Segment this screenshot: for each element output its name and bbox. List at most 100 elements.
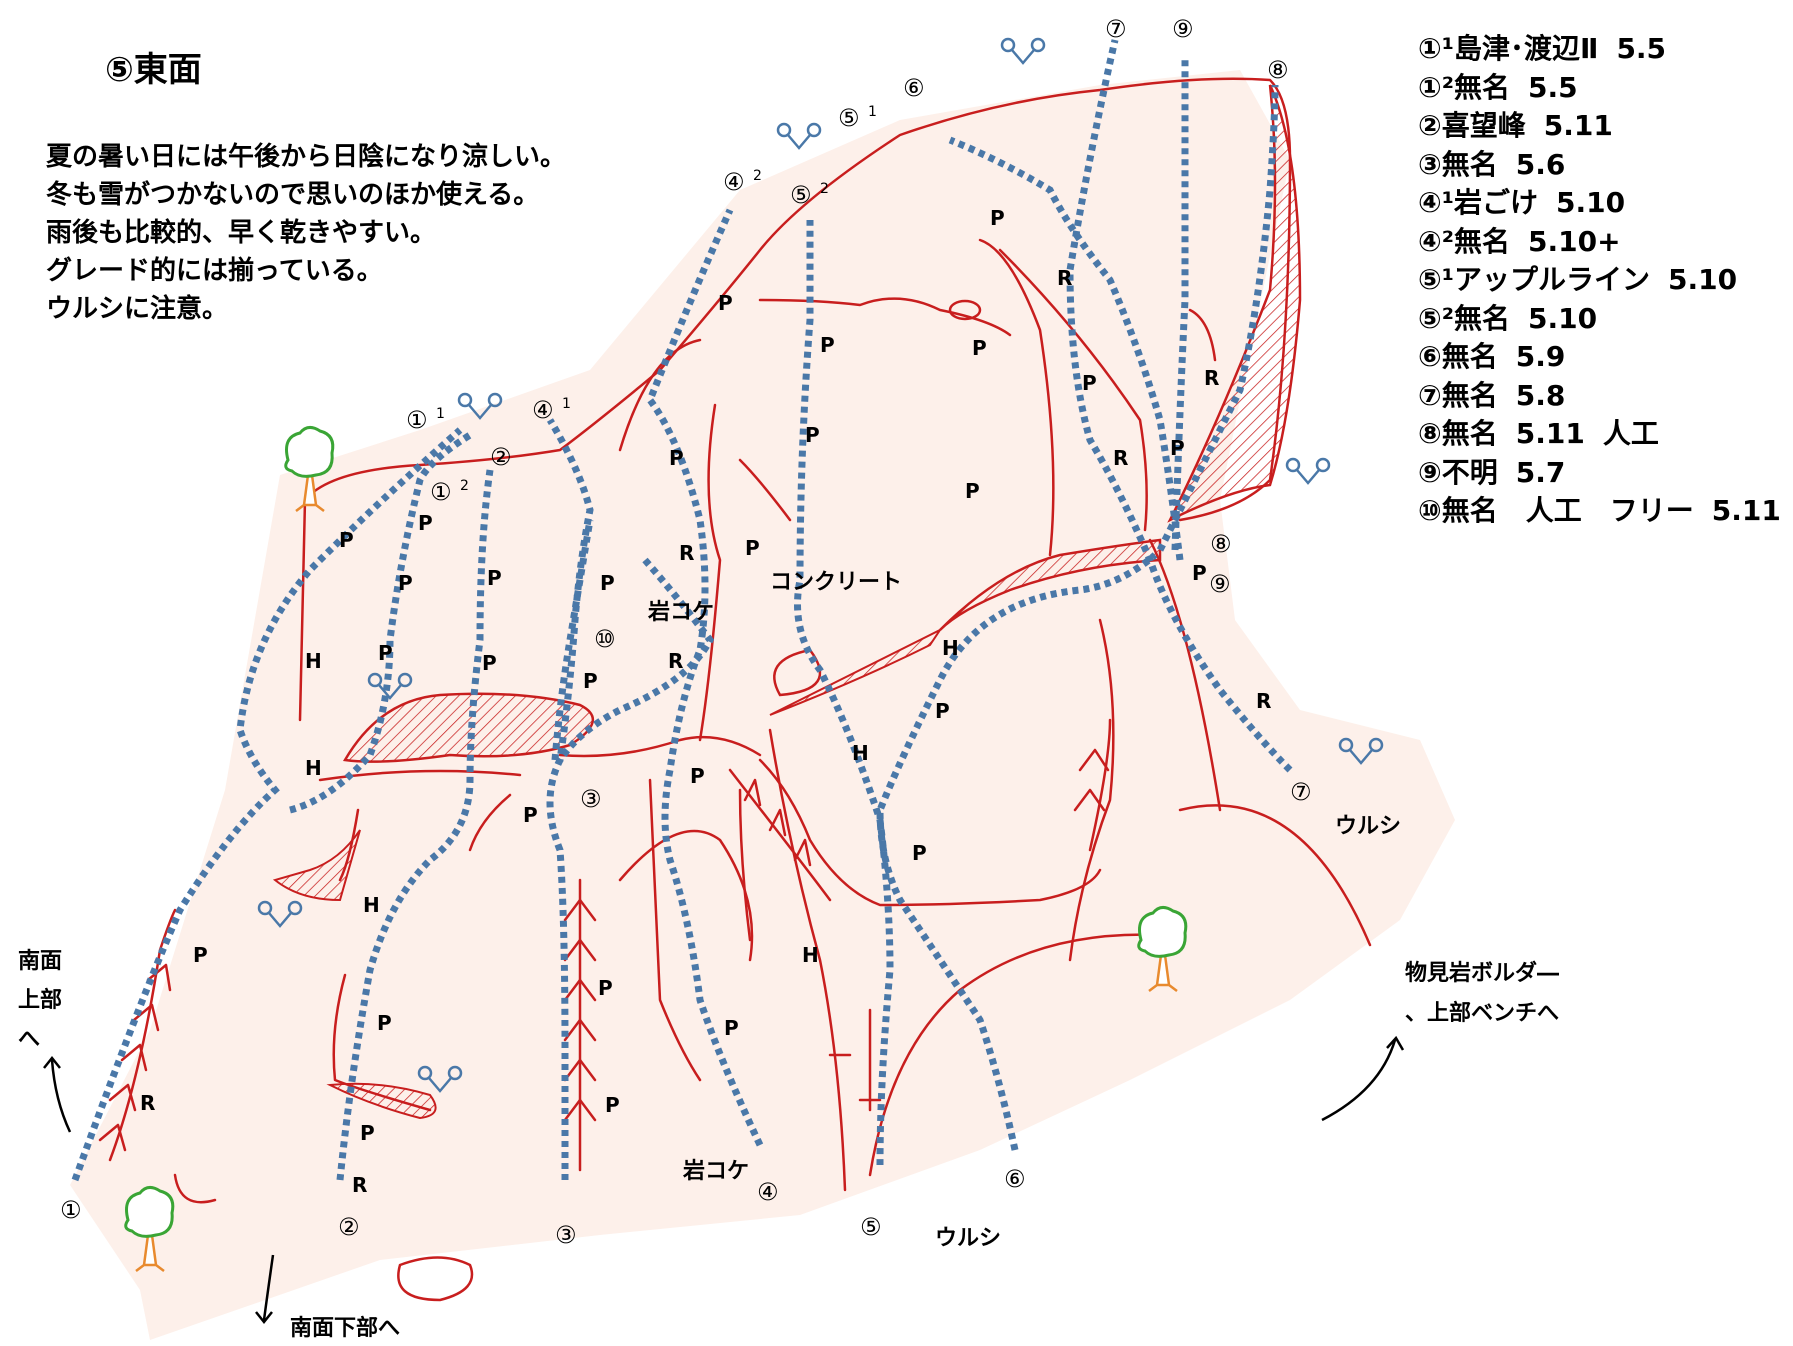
legend-num: ④²	[1418, 224, 1454, 258]
legend-num: ⑤¹	[1418, 263, 1454, 296]
svg-text:P: P	[487, 566, 502, 590]
svg-text:H: H	[802, 943, 819, 967]
legend-note: 人工	[1602, 417, 1659, 450]
legend-grade: 5.8	[1515, 378, 1566, 412]
route-label-sup: 2	[753, 168, 762, 184]
to-boulder-label: 、上部ベンチへ	[1405, 1000, 1559, 1026]
annotations: コンクリート 岩コケ 岩コケ ウルシ ウルシ 南面 上部 へ 南面下部へ 物見岩…	[18, 570, 1559, 1341]
poison-ivy-label: ウルシ	[935, 1226, 1001, 1251]
feature-letters: P P P R P P R P R P P P P P P P P P R P …	[140, 206, 1271, 1197]
svg-text:R: R	[1256, 689, 1271, 713]
route-label: ⑥	[903, 74, 925, 102]
anchor-1	[1000, 37, 1046, 65]
legend-name: 無名	[1441, 378, 1498, 412]
legend-name: 無名	[1441, 147, 1498, 181]
anchor-7	[1285, 457, 1331, 485]
route-label: ⑤	[860, 1213, 882, 1241]
description: 夏の暑い日には午後から日陰になり涼しい。 冬も雪がつかないので思いのほか使える。…	[46, 138, 566, 328]
description-line: ウルシに注意。	[46, 294, 229, 324]
svg-text:P: P	[378, 641, 393, 665]
legend-num: ②	[1418, 109, 1442, 142]
route-label-sup: 2	[820, 181, 829, 197]
route-label: ②	[338, 1213, 360, 1241]
to-south-upper-label: へ	[18, 1027, 40, 1052]
route-label: ⑧	[1210, 530, 1232, 558]
legend-num: ①¹	[1418, 32, 1454, 65]
legend-name: 喜望峰	[1441, 109, 1526, 142]
svg-text:P: P	[935, 699, 950, 723]
svg-text:P: P	[600, 571, 615, 595]
svg-text:P: P	[820, 333, 835, 357]
svg-text:P: P	[583, 669, 598, 693]
to-boulder-label: 物見岩ボルダ―	[1405, 960, 1559, 986]
svg-text:P: P	[718, 291, 733, 315]
svg-text:R: R	[1113, 446, 1128, 470]
legend-num: ①²	[1418, 70, 1454, 104]
svg-text:R: R	[1204, 366, 1219, 390]
legend-grade: 5.10+	[1528, 224, 1621, 258]
tree-icon	[284, 426, 335, 512]
route-label: ⑦	[1105, 15, 1127, 43]
route-label: ④	[532, 396, 554, 424]
svg-text:P: P	[805, 423, 820, 447]
legend-num: ⑩	[1418, 494, 1442, 527]
description-line: 雨後も比較的、早く乾きやすい。	[46, 218, 437, 248]
route-label: ⑦	[1290, 778, 1312, 806]
direction-arrows	[43, 1035, 1405, 1325]
description-line: 夏の暑い日には午後から日陰になり涼しい。	[46, 142, 567, 172]
legend-grade: 5.7	[1515, 455, 1566, 489]
route-label-sup: 1	[436, 406, 445, 422]
tree-icon	[124, 1186, 175, 1272]
svg-text:P: P	[1170, 436, 1185, 460]
to-south-upper-label: 上部	[18, 987, 62, 1013]
svg-text:P: P	[690, 764, 705, 788]
svg-text:P: P	[418, 511, 433, 535]
legend-grade: 5.6	[1515, 147, 1566, 181]
legend-name: 不明	[1441, 455, 1498, 489]
svg-text:P: P	[972, 336, 987, 360]
legend-name: 無名	[1441, 340, 1498, 373]
svg-text:P: P	[377, 1011, 392, 1035]
legend-name: 無名	[1441, 417, 1498, 450]
legend-grade: 5.11	[1711, 494, 1781, 527]
svg-text:P: P	[912, 841, 927, 865]
svg-text:P: P	[398, 571, 413, 595]
svg-text:P: P	[339, 528, 354, 552]
svg-text:P: P	[745, 536, 760, 560]
svg-text:P: P	[965, 479, 980, 503]
legend-grade: 5.10	[1668, 263, 1738, 296]
poison-ivy-label: ウルシ	[1335, 814, 1401, 839]
route-label: ②	[490, 443, 512, 471]
page-title: ⑤東面	[105, 50, 202, 90]
route-label: ④	[723, 168, 745, 196]
rock-face-area	[70, 70, 1455, 1340]
route-label: ⑥	[1004, 1165, 1026, 1193]
to-south-upper-label: 南面	[18, 949, 62, 974]
tree-icon	[1137, 906, 1188, 992]
svg-text:H: H	[942, 636, 959, 660]
legend-row: ③無名 5.6	[1418, 146, 1781, 185]
svg-text:P: P	[598, 976, 613, 1000]
svg-text:P: P	[1082, 371, 1097, 395]
svg-text:P: P	[605, 1093, 620, 1117]
svg-text:H: H	[305, 649, 322, 673]
legend-name: 無名	[1453, 70, 1510, 104]
legend-num: ③	[1418, 147, 1442, 181]
legend-grade: 5.9	[1515, 340, 1566, 373]
svg-text:R: R	[352, 1173, 367, 1197]
anchor-4	[367, 672, 413, 700]
legend-num: ⑧	[1418, 417, 1442, 450]
route-label-sup: 1	[562, 396, 571, 412]
legend-num: ⑤²	[1418, 301, 1454, 335]
svg-text:P: P	[1192, 561, 1207, 585]
svg-text:P: P	[482, 651, 497, 675]
legend-grade: 5.5	[1616, 32, 1667, 65]
description-line: グレード的には揃っている。	[46, 256, 383, 286]
to-south-lower-label: 南面下部へ	[290, 1315, 400, 1341]
